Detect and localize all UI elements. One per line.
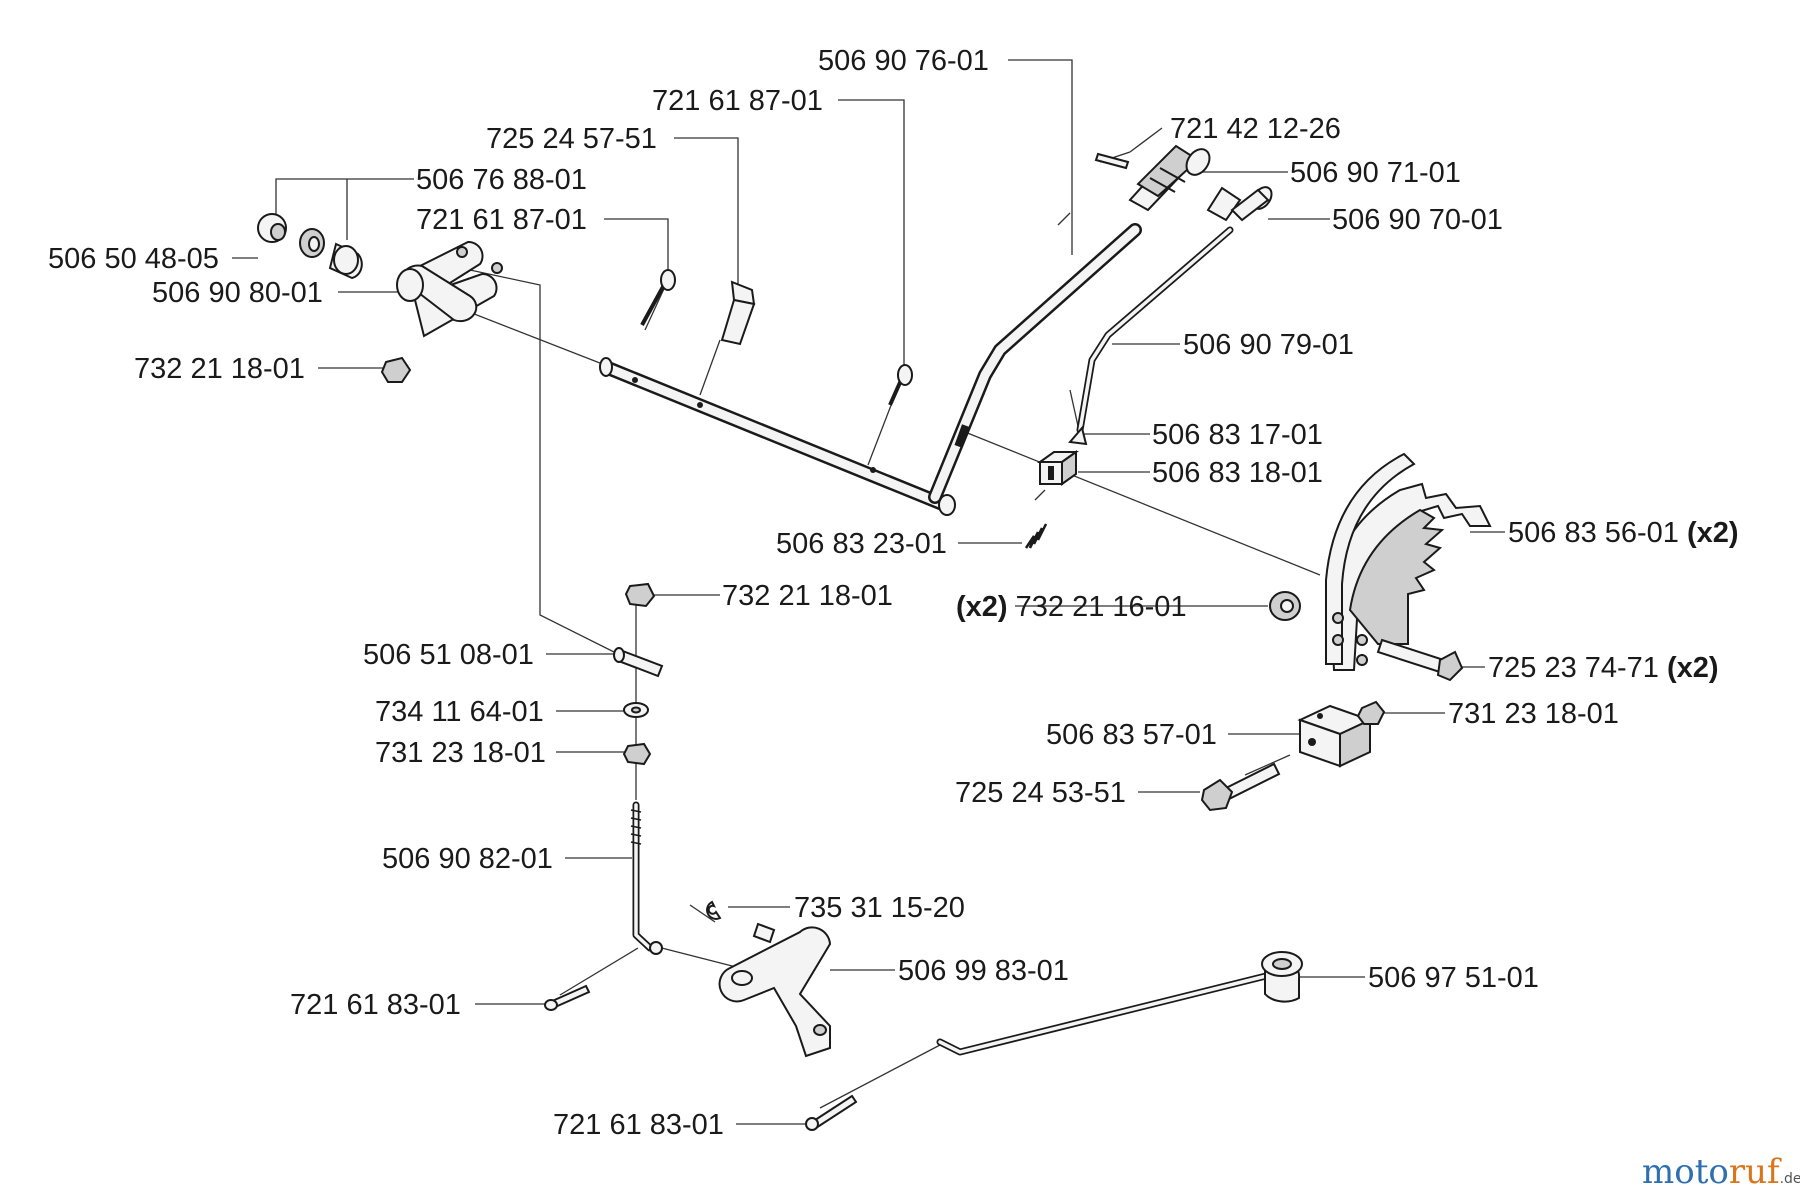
lever-rod xyxy=(928,223,1142,504)
parts-drawings xyxy=(257,144,1492,1131)
clamp-block-part xyxy=(1297,704,1373,768)
bushing-part xyxy=(257,213,363,280)
label-bracket: 506 99 83-01 xyxy=(898,955,1069,987)
label-washer: 734 11 64-01 xyxy=(375,696,544,728)
carriage-bolt-part xyxy=(1376,638,1464,682)
label-spring: 506 83 23-01 xyxy=(776,528,947,560)
spring-part xyxy=(1024,523,1048,549)
lock-nut-part xyxy=(622,742,652,766)
label-cone: 506 83 17-01 xyxy=(1152,419,1323,451)
label-split-pin-left: 721 61 83-01 xyxy=(290,989,461,1021)
label-clevis-bracket: 506 90 80-01 xyxy=(152,277,323,309)
cotter-pin-part xyxy=(640,269,913,406)
bracket-part xyxy=(718,926,832,1058)
label-hex-bolt: 725 24 53-51 xyxy=(955,777,1126,809)
label-bolt: 725 24 57-51 xyxy=(486,123,657,155)
knob-part xyxy=(1206,186,1273,222)
label-threaded-rod: 506 90 82-01 xyxy=(382,843,553,875)
watermark-logo: motoruf.de xyxy=(1642,1152,1800,1192)
label-shaft-pin: 506 51 08-01 xyxy=(363,639,534,671)
nut-part xyxy=(380,356,412,383)
bracket-pin-part xyxy=(752,922,776,944)
clevis-bracket xyxy=(396,240,503,338)
bolt-part xyxy=(720,280,756,346)
label-sector-plate: 506 83 56-01 (x2) xyxy=(1508,517,1739,549)
part-labels: 506 90 76-01 721 61 87-01 721 42 12-26 7… xyxy=(48,45,1739,1141)
label-grip: 506 90 71-01 xyxy=(1290,157,1461,189)
label-block: 506 83 18-01 xyxy=(1152,457,1323,489)
sector-plate-part xyxy=(1325,452,1492,671)
label-knob: 506 90 70-01 xyxy=(1332,204,1503,236)
label-lever-rod: 506 90 76-01 xyxy=(818,45,989,77)
cone-part xyxy=(1068,425,1088,446)
thin-rod xyxy=(1076,226,1234,434)
label-bushing-set: 506 76 88-01 xyxy=(416,164,587,196)
label-lock-nut-left: 731 23 18-01 xyxy=(375,737,546,769)
hex-nut-part xyxy=(624,582,656,608)
label-bushing: 506 50 48-05 xyxy=(48,243,219,275)
hex-bolt-part xyxy=(1200,762,1281,812)
label-clip: 735 31 15-20 xyxy=(794,892,965,924)
label-nut-top: 732 21 18-01 xyxy=(134,353,305,385)
label-pin: 721 42 12-26 xyxy=(1170,113,1341,145)
clip-part xyxy=(706,900,722,920)
split-pin-part xyxy=(544,984,858,1131)
label-cotter-pin-upper: 721 61 87-01 xyxy=(652,85,823,117)
flange-nut-part xyxy=(1269,591,1301,621)
label-nut-mid: 732 21 18-01 xyxy=(722,580,893,612)
block-part xyxy=(1036,450,1080,486)
label-split-pin-bottom: 721 61 83-01 xyxy=(553,1109,724,1141)
label-link-arm: 506 97 51-01 xyxy=(1368,962,1539,994)
pin-part xyxy=(1094,152,1130,170)
threaded-rod-part xyxy=(630,801,663,955)
label-cotter-pin-mid: 721 61 87-01 xyxy=(416,204,587,236)
washer-part xyxy=(623,702,649,718)
leader-lines xyxy=(232,59,1505,1125)
link-arm-part xyxy=(936,951,1303,1056)
label-flange-nut: (x2) 732 21 16-01 xyxy=(956,591,1187,623)
main-shaft xyxy=(599,357,956,516)
grip-part xyxy=(1128,144,1211,212)
block-nut-part xyxy=(1356,700,1386,725)
shaft-pin-part xyxy=(613,647,664,678)
label-lock-nut-right: 731 23 18-01 xyxy=(1448,698,1619,730)
label-clamp-block: 506 83 57-01 xyxy=(1046,719,1217,751)
label-carriage-bolt: 725 23 74-71 (x2) xyxy=(1488,652,1719,684)
label-thin-rod: 506 90 79-01 xyxy=(1183,329,1354,361)
